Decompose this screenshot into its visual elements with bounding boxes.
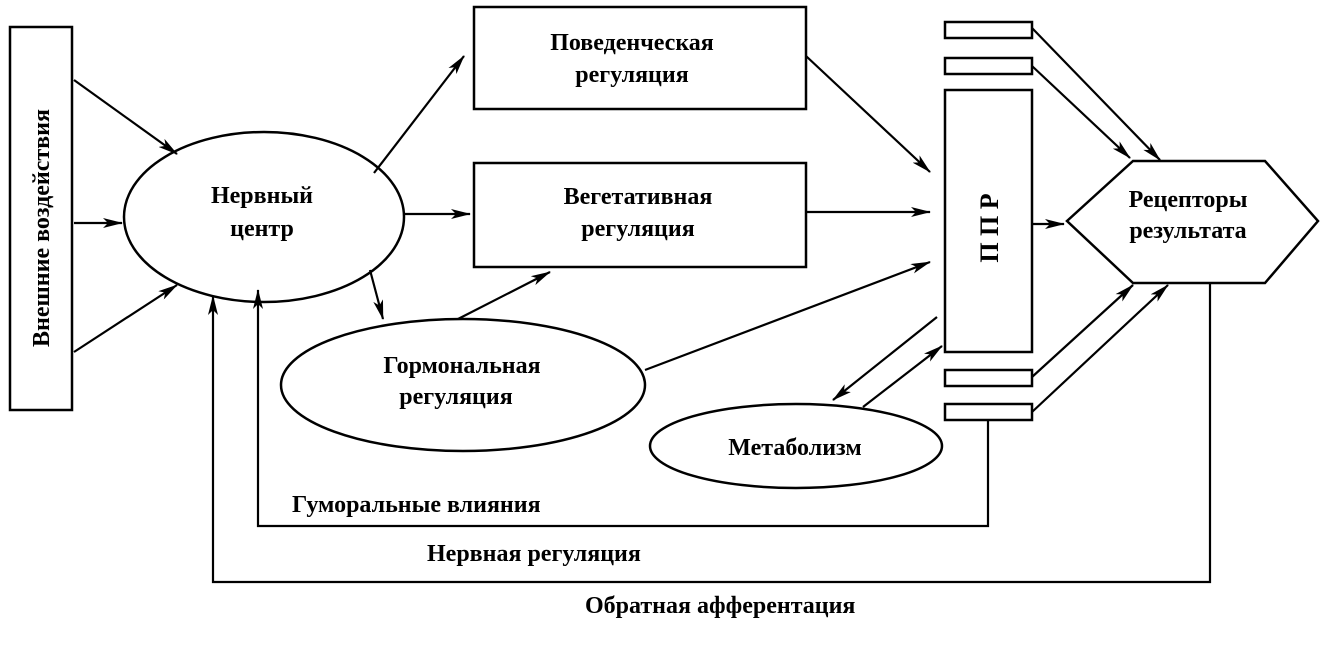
ppr-small-box-2 <box>943 56 1034 76</box>
arrow-external-to-center-bottom <box>73 284 178 353</box>
hormonal-regulation-label-line2: регуляция <box>399 384 512 410</box>
arrow-ppr-to-metabolism <box>832 316 938 401</box>
result-receptors-label-line1: Рецепторы <box>1129 187 1248 213</box>
external-influences-box: Внешние воздействия <box>8 25 74 412</box>
arrow-small-box-4-to-receptors <box>1031 284 1169 413</box>
behavioral-regulation-label-line1: Поведенческая <box>550 30 714 56</box>
behavioral-regulation-box: Поведенческая регуляция <box>472 5 808 111</box>
humoral-influences-label: Гуморальные влияния <box>292 492 541 518</box>
ppr-label: П П Р <box>975 193 1004 262</box>
arrow-small-box-1-to-receptors <box>1031 27 1161 161</box>
arrow-hormonal-to-vegetative <box>457 271 551 320</box>
vegetative-regulation-box: Вегетативная регуляция <box>472 161 808 269</box>
behavioral-regulation-label-line2: регуляция <box>575 62 688 88</box>
humoral-feedback-line <box>253 289 990 528</box>
ppr-small-box-1 <box>943 20 1034 40</box>
external-influences-label: Внешние воздействия <box>29 109 55 347</box>
metabolism-node: Метаболизм <box>648 402 944 490</box>
nervous-regulation-label: Нервная регуляция <box>427 541 641 567</box>
arrow-metabolism-to-ppr <box>862 345 943 408</box>
arrow-small-box-3-to-receptors <box>1031 284 1134 378</box>
vegetative-regulation-label-line2: регуляция <box>581 216 694 242</box>
result-receptors-node: Рецепторы результата <box>1065 159 1320 285</box>
arrow-center-to-behavioral <box>373 55 465 174</box>
arrow-small-box-2-to-receptors <box>1031 65 1131 159</box>
metabolism-label: Метаболизм <box>728 435 861 461</box>
afferent-feedback-label: Обратная афферентация <box>585 593 855 619</box>
hormonal-regulation-label-line1: Гормональная <box>383 353 540 379</box>
hormonal-regulation-node: Гормональная регуляция <box>279 317 647 453</box>
afferent-feedback-line <box>208 283 1212 584</box>
result-receptors-label-line2: результата <box>1129 218 1246 244</box>
ppr-small-box-4 <box>943 402 1034 422</box>
vegetative-regulation-label-line1: Вегетативная <box>564 184 713 210</box>
ppr-small-box-3 <box>943 368 1034 388</box>
nerve-center-node: Нервный центр <box>122 130 406 304</box>
arrow-hormonal-to-ppr <box>644 260 931 372</box>
nerve-center-label-line1: Нервный <box>211 183 313 209</box>
nerve-center-label-line2: центр <box>230 216 294 242</box>
arrow-external-to-center-top <box>73 79 178 155</box>
arrow-behavioral-to-ppr <box>805 55 931 173</box>
ppr-block: П П Р <box>943 88 1034 354</box>
arrow-center-to-hormonal <box>368 269 385 320</box>
